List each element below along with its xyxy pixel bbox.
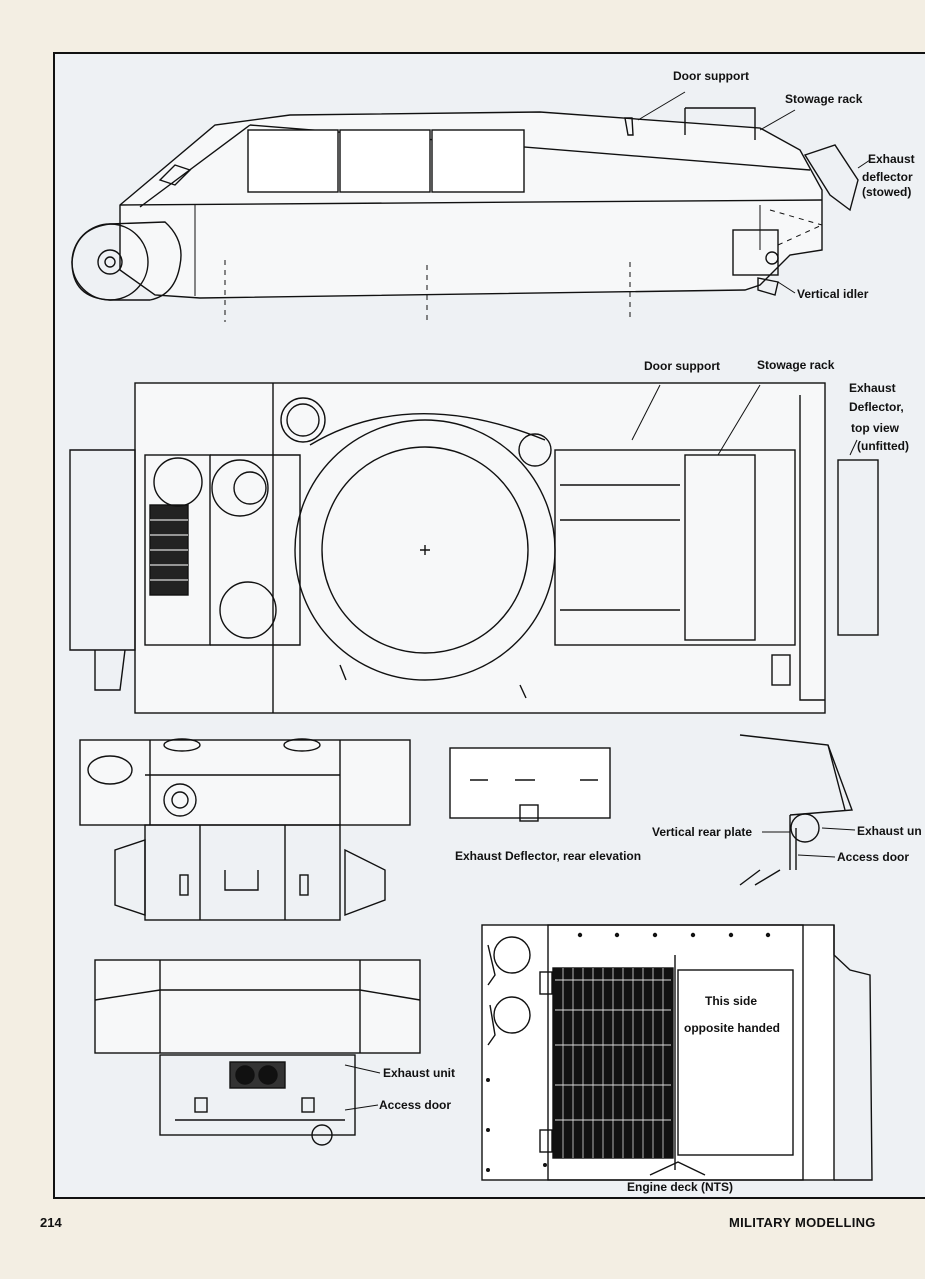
label-this-side-2: opposite handed [684,1021,780,1035]
label-access-door-right: Access door [837,850,910,864]
label-exhaust-rear-elevation: Exhaust Deflector, rear elevation [455,849,642,863]
side-view-drawing [71,107,859,301]
side-view-center-lines [224,209,823,322]
label-top-stowage-rack: Stowage rack [757,358,835,372]
rear-elevation-lower [94,959,421,1146]
label-side-stowage-rack: Stowage rack [785,92,863,106]
exhaust-deflector-rear-drawing [449,747,611,822]
label-side-exhaust-2: deflector [862,170,913,184]
label-top-exhaust-2: Deflector, [849,400,904,414]
magazine-name: MILITARY MODELLING [729,1215,876,1230]
label-side-exhaust-3: (stowed) [862,185,912,199]
label-side-door-support: Door support [673,69,749,83]
label-access-door-left: Access door [379,1098,452,1112]
rear-section-drawing [739,734,853,886]
top-view-drawing [69,382,879,714]
label-exhaust-unit-cut: Exhaust un [857,824,922,838]
engine-deck-drawing [481,924,873,1181]
label-engine-deck: Engine deck (NTS) [627,1180,734,1194]
page-number: 214 [40,1215,62,1230]
label-top-exhaust-3: top view [851,421,900,435]
label-exhaust-unit: Exhaust unit [383,1066,456,1080]
label-top-exhaust-4: (unfitted) [857,439,909,453]
label-top-door-support: Door support [644,359,720,373]
label-side-vertical-idler: Vertical idler [797,287,869,301]
label-vertical-rear-plate: Vertical rear plate [652,825,753,839]
rear-elevation-upper [79,738,411,921]
rivet-dots [486,932,771,1172]
leader-lines [344,91,871,1111]
label-this-side-1: This side [705,994,758,1008]
label-side-exhaust-1: Exhaust [868,152,915,166]
label-top-exhaust-1: Exhaust [849,381,896,395]
